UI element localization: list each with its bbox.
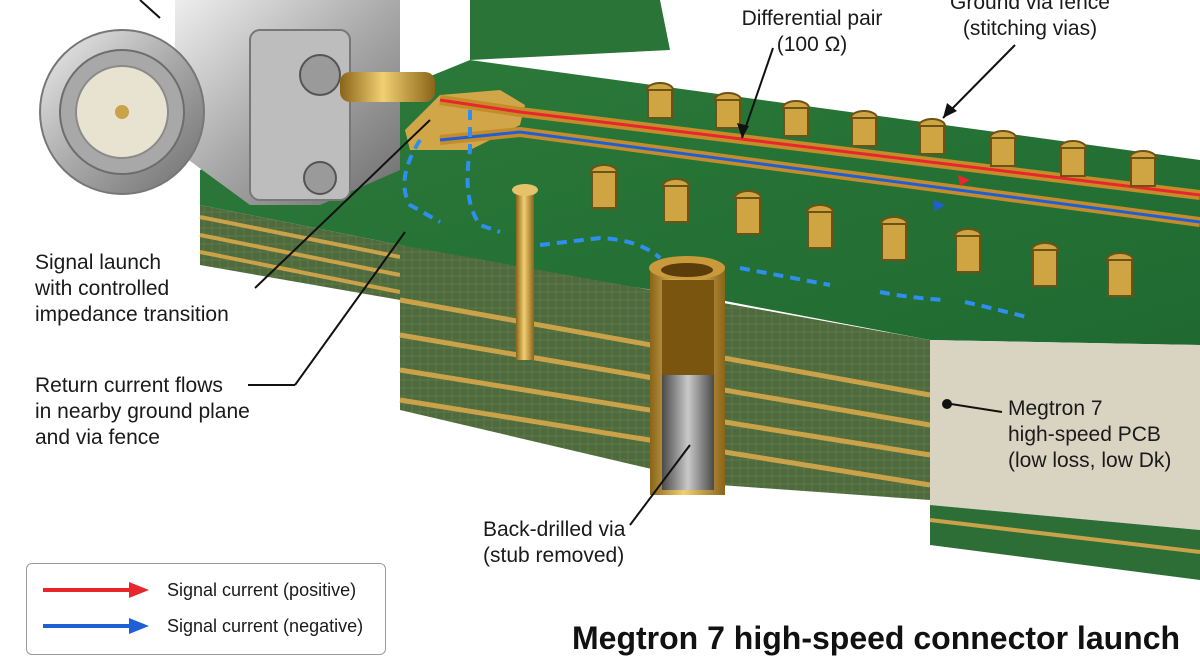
label-back-drilled-via: Back-drilled via (stub removed) (483, 518, 626, 567)
ground-via-fence-front (590, 164, 1134, 297)
return-current-path (402, 110, 1031, 320)
page-title: Megtron 7 high-speed connector launch (572, 620, 1181, 656)
pcb-top-surface-far (470, 0, 670, 60)
pcb-launch-illustration (39, 0, 1200, 580)
back-drilled-via (649, 256, 725, 495)
legend-label-positive: Signal current (positive) (167, 580, 357, 600)
label-return-current: Return current flows in nearby ground pl… (35, 374, 250, 449)
leader-lines (139, 0, 1016, 526)
label-megtron: Megtron 7 high-speed PCB (low loss, low … (1008, 397, 1172, 472)
legend-item-positive: Signal current (positive) (41, 578, 381, 602)
legend-label-negative: Signal current (negative) (167, 616, 364, 636)
label-differential-pair: Differential pair (100 Ω) (741, 7, 883, 56)
through-via-pin (512, 184, 538, 360)
blue-arrow-icon (43, 618, 149, 634)
label-signal-launch: Signal launch with controlled impedance … (35, 251, 229, 326)
megtron-core-slab (930, 340, 1200, 530)
pcb-stackup-left (199, 205, 401, 300)
red-arrow-icon (43, 582, 149, 598)
legend: Signal current (positive) Signal current… (26, 563, 386, 655)
legend-item-negative: Signal current (negative) (41, 614, 381, 638)
label-ground-via-fence: Ground via fence (stitching vias) (950, 0, 1110, 40)
sma-connector (39, 0, 435, 205)
ground-via-fence-back (646, 82, 1157, 187)
